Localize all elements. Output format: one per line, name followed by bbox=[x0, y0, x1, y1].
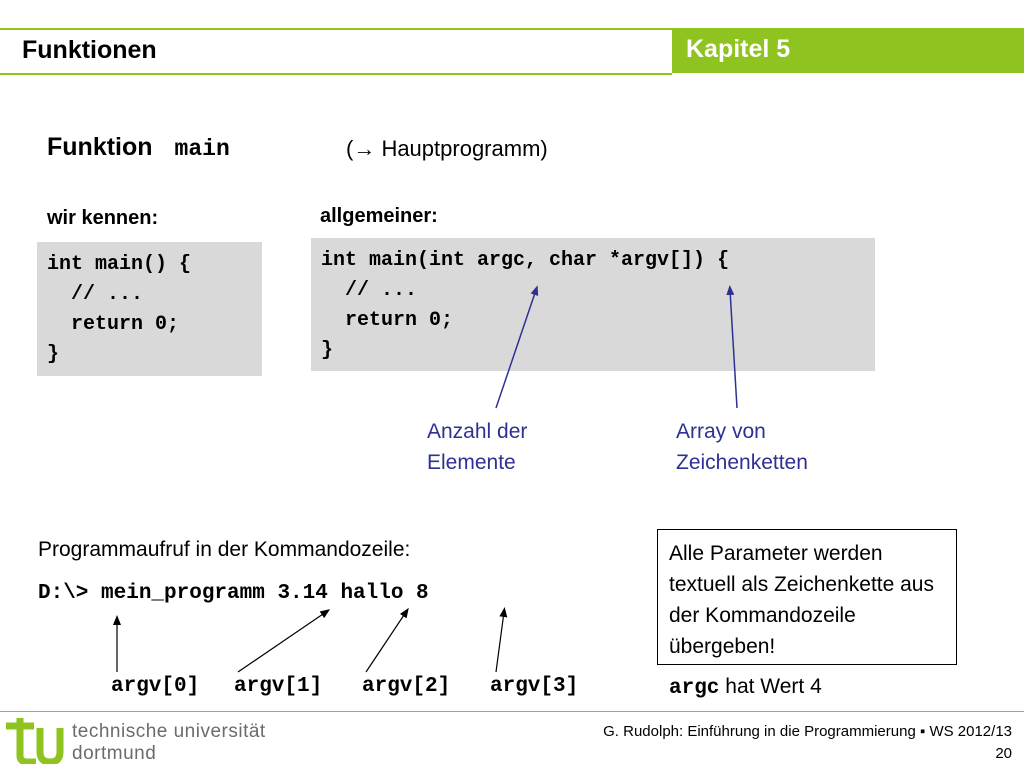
function-heading: Funktion main bbox=[47, 133, 230, 162]
argv-annotation-line1: Array von bbox=[676, 420, 766, 443]
argv-1-label: argv[1] bbox=[234, 675, 323, 698]
tu-logo-icon bbox=[6, 718, 64, 764]
footer-credit-text: G. Rudolph: Einführung in die Programmie… bbox=[603, 723, 1012, 740]
known-label: wir kennen: bbox=[47, 207, 159, 229]
argc-annotation: Anzahl der Elemente bbox=[427, 416, 527, 478]
university-name: technische universität dortmund bbox=[72, 721, 266, 765]
footer-rule bbox=[0, 711, 1024, 712]
university-name-line2: dortmund bbox=[72, 743, 157, 764]
footer-credit: G. Rudolph: Einführung in die Programmie… bbox=[603, 721, 1012, 765]
university-name-line1: technische universität bbox=[72, 721, 266, 742]
page-number: 20 bbox=[995, 745, 1012, 762]
argv-2-label: argv[2] bbox=[362, 675, 451, 698]
argc-arrow bbox=[495, 285, 539, 409]
header-rule bbox=[0, 73, 672, 75]
argv-annotation-line2: Zeichenketten bbox=[676, 451, 808, 474]
argc-value-text: hat Wert 4 bbox=[725, 675, 822, 698]
argc-value: argc hat Wert 4 bbox=[669, 675, 822, 700]
function-heading-code: main bbox=[174, 136, 230, 162]
argv1-arrow bbox=[237, 609, 331, 673]
argc-annotation-line1: Anzahl der bbox=[427, 420, 528, 443]
argv-annotation: Array von Zeichenketten bbox=[676, 416, 808, 478]
general-code-block: int main(int argc, char *argv[]) { // ..… bbox=[311, 238, 875, 371]
function-heading-text: Funktion bbox=[47, 133, 153, 161]
argv2-arrow bbox=[365, 607, 409, 673]
header-top-rule bbox=[0, 28, 672, 30]
command-intro: Programmaufruf in der Kommandozeile: bbox=[38, 538, 411, 561]
argv-0-label: argv[0] bbox=[111, 675, 200, 698]
argv3-arrow bbox=[495, 607, 508, 673]
argv-3-label: argv[3] bbox=[490, 675, 579, 698]
slide-title: Funktionen bbox=[22, 36, 157, 64]
command-line: D:\> mein_programm 3.14 hallo 8 bbox=[38, 582, 429, 605]
note-box: Alle Parameter werden textuell als Zeich… bbox=[657, 529, 957, 665]
heading-subtitle: (→ Hauptprogramm) bbox=[346, 136, 548, 161]
general-label: allgemeiner: bbox=[320, 205, 438, 227]
chapter-label: Kapitel 5 bbox=[686, 35, 791, 63]
argc-annotation-line2: Elemente bbox=[427, 451, 516, 474]
known-code-block: int main() { // ... return 0; } bbox=[37, 242, 262, 376]
argv-arrow bbox=[726, 285, 738, 409]
chapter-badge bbox=[672, 28, 1024, 73]
argc-code: argc bbox=[669, 677, 720, 700]
